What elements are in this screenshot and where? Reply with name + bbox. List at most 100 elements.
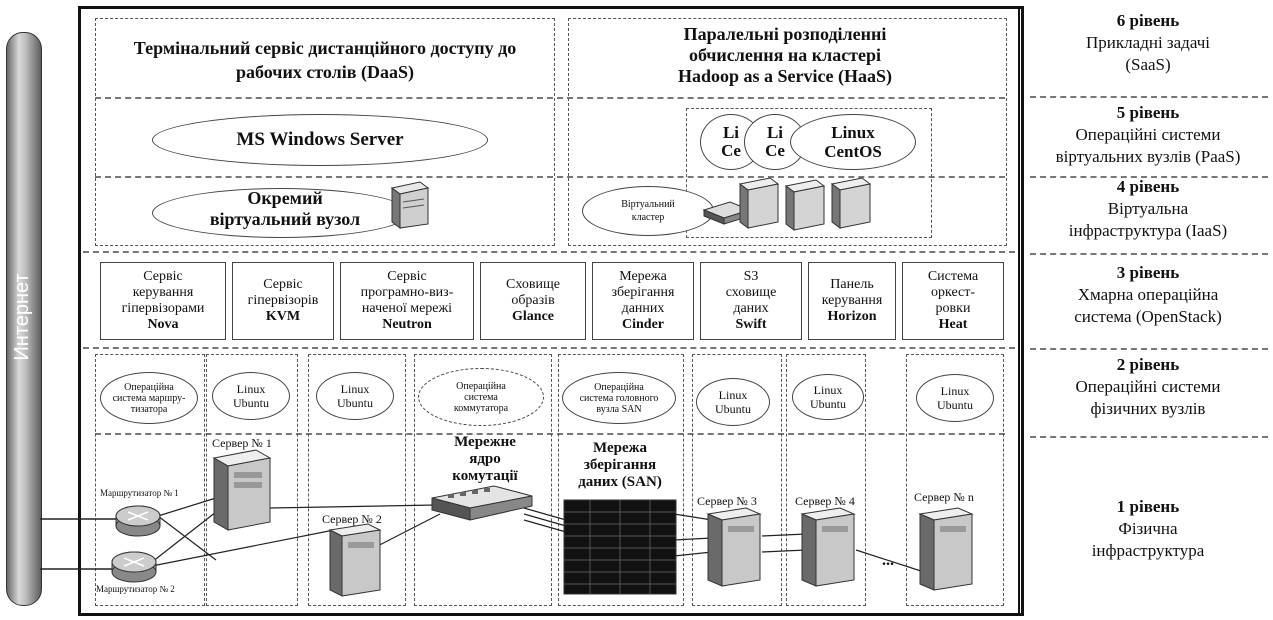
column-server3 [692,354,782,606]
service-nova-l3: гіпервізорами [121,301,205,316]
level-3-l1: Хмарна операційна [1077,285,1219,304]
daas-box [95,18,555,246]
server3-os-linux: Linux [718,388,748,402]
service-kvm-l2: гіпервізорів [247,293,319,308]
level-2-num: 2 рівень [1116,355,1180,374]
column-router [95,354,205,606]
san-os-2: система головного [579,392,659,404]
servern-os-ubuntu: Ubuntu [937,398,973,412]
server1-os-linux: Linux [236,382,266,396]
lvl-sep-1 [1030,96,1268,98]
service-heat-l3: ровки [935,301,971,316]
switch-label-1: Мережне [454,434,516,450]
vm-label-line2: віртуальний вузол [209,209,361,229]
cluster-label-1: Віртуальний [621,199,675,210]
switch-os-2: система [464,391,498,403]
service-glance-l1: Сховище [506,277,560,292]
lvl-sep-3 [1030,253,1268,255]
server-2-icon [328,523,382,597]
cluster-server-icon-3 [830,177,872,229]
lvl-sep-5 [1030,436,1268,438]
service-nova-l2: керування [132,285,194,300]
router-2-icon [111,551,157,583]
ce-label-2: Ce [765,141,785,160]
san-label-3: даних (SAN) [578,474,662,490]
level-5-num: 5 рівень [1116,103,1180,122]
san-os-1: Операційна [594,381,644,393]
san-rack-icon [563,499,677,595]
router1-label: Маршрутизатор № 1 [100,488,179,498]
service-swift-l3: даних [733,301,769,316]
cluster-ellipse: Віртуальний кластер [582,186,714,236]
router-os-2: система маршру- [112,392,186,404]
cluster-server-icon-1 [738,177,780,229]
service-neutron-l2: програмно-виз- [360,285,454,300]
level-2-l1: Операційні системи [1075,377,1221,396]
switch-os-3: коммутатора [453,402,509,414]
level-3: 3 рівень Хмарна операційна система (Open… [1028,262,1268,328]
service-horizon-l2: керування [821,293,883,308]
daas-title: Термінальний сервіс дистанційного доступ… [133,38,517,82]
haas-title-line3: Hadoop as a Service (HaaS) [678,66,892,86]
right-separator [1018,6,1020,616]
switch-label-3: комутації [452,468,518,484]
service-heat-l1: Система [927,269,979,284]
service-horizon-name: Horizon [827,309,877,324]
server2-label: Сервер № 2 [322,512,382,526]
server2-os-linux: Linux [340,382,370,396]
level-5-l2: віртуальних вузлів (PaaS) [1055,147,1241,166]
server-4-icon [800,507,856,587]
sep-5-4 [95,176,1005,178]
continuation-dots: ... [882,552,894,569]
linux-centos-ellipse: Linux CentOS [790,114,916,170]
level-6-num: 6 рівень [1116,11,1180,30]
li-label-1: Li [722,123,740,142]
service-cinder-l2: зберігання [611,285,675,300]
service-nova-name: Nova [147,317,179,332]
service-neutron: Сервіс програмно-виз- наченої мережі Neu… [340,262,474,340]
san-label: Мережа зберігання даних (SAN) [562,440,678,491]
server3-os-ubuntu: Ubuntu [715,402,751,416]
vm-label-line1: Окремий [247,188,323,208]
server1-label: Сервер № 1 [212,436,272,450]
level-1: 1 рівень Фізична інфраструктура [1028,496,1268,562]
server1-os-ellipse: Linux Ubuntu [212,372,290,420]
san-os-ellipse: Операційна система головного вузла SAN [562,372,676,424]
ce-label-1: Ce [721,141,741,160]
san-label-2: зберігання [583,457,657,473]
level-4-l2: інфраструктура (IaaS) [1068,221,1228,240]
level-6: 6 рівень Прикладні задачі (SaaS) [1028,10,1268,76]
column-servern [906,354,1004,606]
service-nova: Сервіс керування гіпервізорами Nova [100,262,226,340]
service-swift-l1: S3 [743,269,759,284]
level-5-l1: Операційні системи [1075,125,1221,144]
servern-os-ellipse: Linux Ubuntu [916,374,994,422]
service-cinder-l3: данних [621,301,665,316]
router-os-3: тизатора [130,403,168,415]
server-3-icon [706,507,762,587]
service-heat: Система оркест- ровки Heat [902,262,1004,340]
column-server4 [786,354,866,606]
switch-label: Мережне ядро комутації [430,434,540,485]
ms-windows-label: MS Windows Server [236,129,404,150]
server3-label: Сервер № 3 [697,494,757,508]
servern-os-linux: Linux [940,384,970,398]
server4-os-ubuntu: Ubuntu [810,397,846,411]
service-neutron-name: Neutron [382,317,432,332]
haas-title-line2: обчислення на кластері [688,45,882,65]
haas-title: Паралельні розподіленні обчислення на кл… [575,24,995,87]
level-2-l2: фізичних вузлів [1090,399,1206,418]
service-neutron-l3: наченої мережі [361,301,453,316]
san-os-3: вузла SAN [596,403,642,415]
server4-os-linux: Linux [813,383,843,397]
server-n-icon [918,507,974,591]
vm-ellipse [152,188,410,238]
server2-os-ellipse: Linux Ubuntu [316,372,394,420]
service-neutron-l1: Сервіс [387,269,427,284]
router-1-icon [115,505,161,537]
router-os-1: Операційна [124,381,174,393]
main-frame [78,6,1024,616]
cluster-box [686,108,932,238]
service-glance: Сховище образів Glance [480,262,586,340]
